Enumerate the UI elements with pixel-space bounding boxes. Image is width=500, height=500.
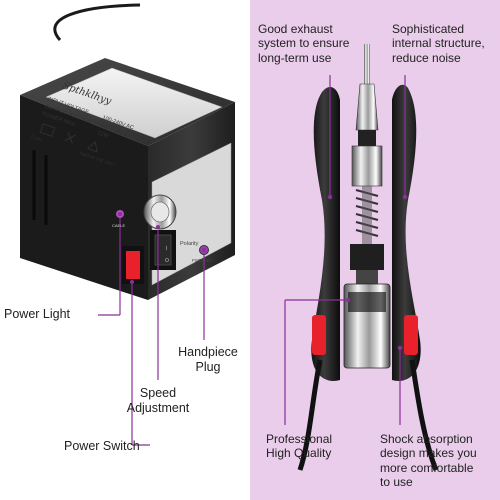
label-speed-line-1: Speed bbox=[139, 386, 177, 400]
chuck bbox=[355, 83, 379, 131]
left-callout-dots bbox=[118, 212, 206, 284]
fwd-text: FWD/REV bbox=[192, 258, 213, 263]
label-quality-line-2: High Quality bbox=[266, 446, 332, 461]
handpiece-cable-right bbox=[409, 359, 439, 471]
box-left-side bbox=[20, 95, 148, 300]
label-shock: Shock absorption design makes you more c… bbox=[380, 432, 477, 490]
handle-grip-left bbox=[311, 86, 340, 381]
label-handpiece-plug-line-2: Plug bbox=[195, 360, 221, 374]
switch-mark-icon: I bbox=[166, 246, 167, 252]
spring-core bbox=[362, 186, 372, 244]
label-shock-line-2: design makes you bbox=[380, 446, 477, 461]
label-exhaust: Good exhaust system to ensure long-term … bbox=[258, 22, 349, 65]
drill-bit bbox=[364, 44, 370, 84]
switch-mark-o-icon: O bbox=[165, 258, 169, 264]
left-callout-lines bbox=[98, 218, 205, 446]
label-shock-line-3: more comfortable bbox=[380, 460, 474, 475]
label-handpiece-plug-line-1: Handpiece bbox=[178, 345, 238, 359]
label-power-light: Power Light bbox=[4, 307, 71, 321]
label-speed-adjustment: Speed Adjustment bbox=[118, 386, 198, 416]
label-shock-line-4: to use bbox=[380, 475, 413, 490]
right-callout-lines bbox=[284, 75, 406, 425]
label-structure-line-1: Sophisticated bbox=[392, 22, 465, 36]
label-quality: Professional High Quality bbox=[266, 432, 332, 461]
cable-text: CABLE bbox=[112, 223, 125, 228]
label-structure-line-3: reduce noise bbox=[392, 50, 461, 65]
label-exhaust-line-3: long-term use bbox=[258, 50, 332, 65]
label-handpiece-plug: Handpiece Plug bbox=[168, 345, 248, 375]
spec-line-3-value: 12W bbox=[96, 130, 109, 140]
polarity-text: Polarity bbox=[180, 241, 199, 247]
connector bbox=[350, 244, 384, 270]
power-cord bbox=[53, 3, 141, 42]
grip-switch-left[interactable] bbox=[312, 315, 326, 355]
label-quality-line-1: Professional bbox=[266, 432, 333, 446]
right-callout-dots bbox=[327, 194, 408, 351]
chuck-collar bbox=[358, 130, 376, 146]
label-exhaust-line-1: Good exhaust bbox=[258, 22, 333, 36]
fuse-text: T1.6AL bbox=[30, 134, 45, 143]
label-structure: Sophisticated internal structure, reduce… bbox=[392, 22, 485, 65]
label-structure-line-2: internal structure, bbox=[392, 36, 485, 51]
house-icon bbox=[86, 140, 98, 153]
label-exhaust-line-2: system to ensure bbox=[258, 36, 350, 51]
handpiece-cable-left bbox=[297, 359, 323, 471]
vent-slots bbox=[32, 150, 48, 225]
label-shock-line-1: Shock absorption bbox=[380, 432, 473, 446]
spec-plate bbox=[45, 67, 223, 139]
square-symbol-icon bbox=[39, 123, 56, 137]
weee-bin-icon bbox=[64, 132, 76, 144]
motor-housing bbox=[351, 145, 383, 187]
grip-switch-right[interactable] bbox=[404, 315, 418, 355]
label-power-switch: Power Switch bbox=[64, 439, 140, 453]
cylinder-band bbox=[348, 292, 386, 312]
power-switch[interactable] bbox=[126, 251, 140, 279]
connector-neck bbox=[356, 270, 378, 284]
direction-switch[interactable] bbox=[154, 234, 172, 266]
knob-cap bbox=[150, 201, 170, 223]
handle-grip-right bbox=[392, 84, 421, 381]
label-speed-line-2: Adjustment bbox=[126, 401, 190, 415]
